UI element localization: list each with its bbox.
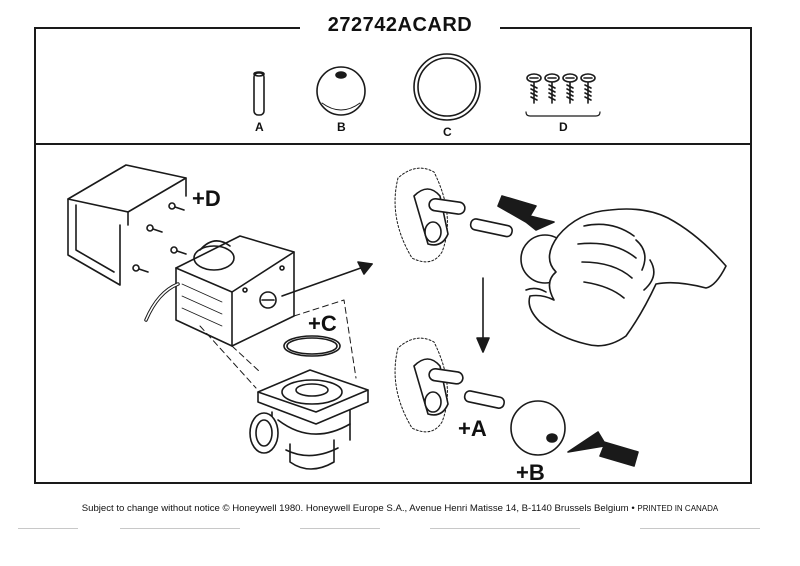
hand-icon xyxy=(525,208,727,347)
lever-shaft-lower-icon xyxy=(394,337,464,433)
pin-lower-icon xyxy=(463,390,505,409)
scan-artifact xyxy=(430,528,580,529)
screws-part-icon xyxy=(525,73,601,117)
lever-shaft-upper-icon xyxy=(394,167,466,263)
push-arrow-upper-icon xyxy=(497,195,555,231)
card-title: 272742ACARD xyxy=(300,10,500,40)
part-label-a: A xyxy=(255,120,264,134)
o-ring-install-icon xyxy=(283,335,341,357)
assembly-guide-lines xyxy=(199,299,357,389)
actuator-cover-icon xyxy=(67,164,187,286)
knob-part-icon xyxy=(316,66,366,116)
actuator-body-icon xyxy=(144,235,295,347)
down-arrow-icon xyxy=(476,277,490,353)
footer-notice: Subject to change without notice © Honey… xyxy=(0,503,800,514)
footer-printed: PRINTED IN CANADA xyxy=(637,504,719,513)
footer-text: Subject to change without notice © Honey… xyxy=(81,503,629,514)
detail-arrow-icon xyxy=(281,261,373,297)
scan-artifact xyxy=(120,528,240,529)
scan-artifact xyxy=(18,528,78,529)
scan-artifact xyxy=(300,528,380,529)
o-ring-part-icon xyxy=(413,53,481,121)
pin-upper-icon xyxy=(469,218,513,238)
step-label-screws: +D xyxy=(192,186,221,211)
cover-screws-icon xyxy=(132,202,187,273)
push-arrow-lower-icon xyxy=(567,431,639,467)
part-label-b: B xyxy=(337,120,346,134)
knob-lower-icon xyxy=(510,400,566,456)
part-label-c: C xyxy=(443,125,452,139)
valve-body-icon xyxy=(249,369,369,470)
step-label-pin: +A xyxy=(458,416,487,441)
step-label-knob: +B xyxy=(516,460,545,485)
part-label-d: D xyxy=(559,120,568,134)
section-divider xyxy=(34,143,752,145)
step-label-o-ring: +C xyxy=(308,311,337,336)
pin-part-icon xyxy=(253,71,265,116)
footer-separator: • xyxy=(628,503,638,514)
scan-artifact xyxy=(640,528,760,529)
